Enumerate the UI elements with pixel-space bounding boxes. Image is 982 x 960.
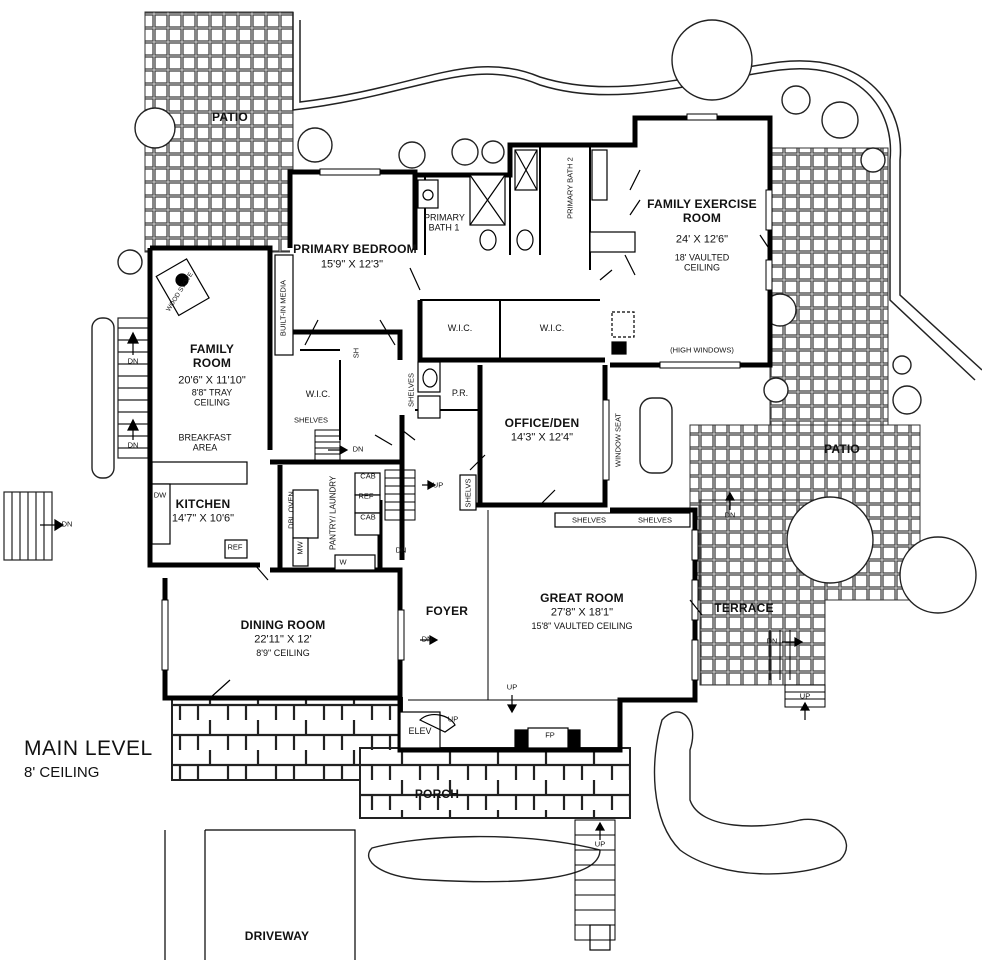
label-dbl-oven: DBL OVEN [286, 491, 296, 529]
label-pantry: PANTRY/ LAUNDRY [328, 475, 338, 550]
label-wic-left: W.I.C. [305, 388, 331, 399]
dim-family-exercise: 24' X 12'6" [675, 233, 729, 246]
label-primary-bath2: PRIMARY BATH 2 [565, 157, 575, 219]
label-up-porch: UP [594, 839, 606, 849]
label-porch: PORCH [414, 787, 460, 802]
label-family-room: FAMILY ROOM [189, 342, 235, 370]
dim-kitchen: 14'7" X 10'6" [171, 512, 235, 525]
label-wic-mid1: W.I.C. [447, 322, 473, 333]
landscaping [91, 19, 977, 883]
label-shelves-gr1: SHELVES [571, 515, 607, 525]
label-dn-w1: DN [127, 356, 139, 366]
dim-dining: 22'11" X 12' [254, 633, 312, 646]
stone-walkway [171, 697, 631, 819]
label-dining: DINING ROOM [240, 618, 326, 633]
label-ref-pantry: REF [358, 491, 374, 501]
label-mw: MW [295, 541, 305, 555]
label-great-room: GREAT ROOM [540, 591, 624, 606]
label-up-foyer: UP [506, 682, 518, 692]
label-breakfast: BREAKFAST AREA [178, 432, 232, 453]
label-cab2: CAB [360, 512, 376, 522]
label-ref-kitchen: REF [227, 542, 243, 552]
ceiling-great-room: 15'8" VAULTED CEILING [531, 620, 633, 631]
ceiling-family-exercise: 18' VAULTED CEILING [674, 252, 730, 273]
label-shelves-gr2: SHELVES [637, 515, 673, 525]
label-dn-foyer: DN [421, 634, 433, 644]
label-fp: FP [545, 730, 555, 740]
label-primary-bedroom: PRIMARY BEDROOM [293, 242, 417, 257]
label-dn-terrace2: DN [766, 636, 778, 646]
label-up-terrace: UP [799, 691, 811, 701]
label-foyer: FOYER [425, 604, 469, 619]
ceiling-family-room: 8'8" TRAY CEILING [191, 387, 233, 408]
label-dn-terrace1: DN [724, 510, 736, 520]
label-primary-bath1: PRIMARY BATH 1 [424, 212, 465, 233]
label-dn-pantry: DN [395, 545, 407, 555]
label-driveway: DRIVEWAY [244, 929, 310, 944]
label-patio-e: PATIO [824, 442, 860, 457]
label-high-windows: (HIGH WINDOWS) [670, 345, 734, 355]
label-up-pantry: UP [432, 480, 444, 490]
windows [161, 113, 773, 681]
label-sh: SH [351, 347, 361, 359]
label-built-in-media: BUILT-IN MEDIA [278, 279, 288, 337]
label-elev: ELEV [408, 725, 432, 736]
label-family-exercise: FAMILY EXERCISE ROOM [647, 197, 757, 225]
interior-floor [150, 115, 770, 710]
dim-primary-bedroom: 15'9" X 12'3" [320, 258, 384, 271]
dim-office: 14'3" X 12'4" [510, 431, 574, 444]
doors [209, 169, 771, 733]
label-w: W [339, 557, 347, 567]
label-shelves-wic: SHELVES [293, 415, 329, 425]
label-kitchen: KITCHEN [175, 497, 231, 512]
label-patio-nw: PATIO [212, 110, 248, 125]
level-subtitle: 8' CEILING [24, 764, 100, 781]
label-shelvs: SHELVS [463, 478, 473, 508]
label-shelves-pr: SHELVES [406, 372, 416, 408]
label-terrace: TERRACE [714, 601, 774, 616]
driveway [164, 829, 611, 960]
label-dn-w2: DN [127, 440, 139, 450]
level-title: MAIN LEVEL [24, 737, 153, 760]
label-wic-mid2: W.I.C. [539, 322, 565, 333]
dim-family-room: 20'6" X 11'10" [178, 374, 246, 387]
label-office: OFFICE/DEN [504, 416, 580, 431]
label-dn-hall: DN [352, 444, 364, 454]
label-cab1: CAB [360, 471, 376, 481]
label-dn-far-w: DN [61, 519, 73, 529]
label-dw: DW [153, 490, 167, 500]
dim-great-room: 27'8" X 18'1" [550, 606, 614, 619]
ceiling-dining: 8'9" CEILING [256, 647, 310, 658]
fixtures [151, 149, 691, 751]
label-up-elev: UP [447, 714, 459, 724]
label-window-seat: WINDOW SEAT [613, 412, 623, 468]
interior-stairs [314, 429, 826, 941]
label-pr: P.R. [451, 387, 469, 398]
west-stairs [3, 317, 149, 561]
stair-arrows [40, 331, 811, 840]
